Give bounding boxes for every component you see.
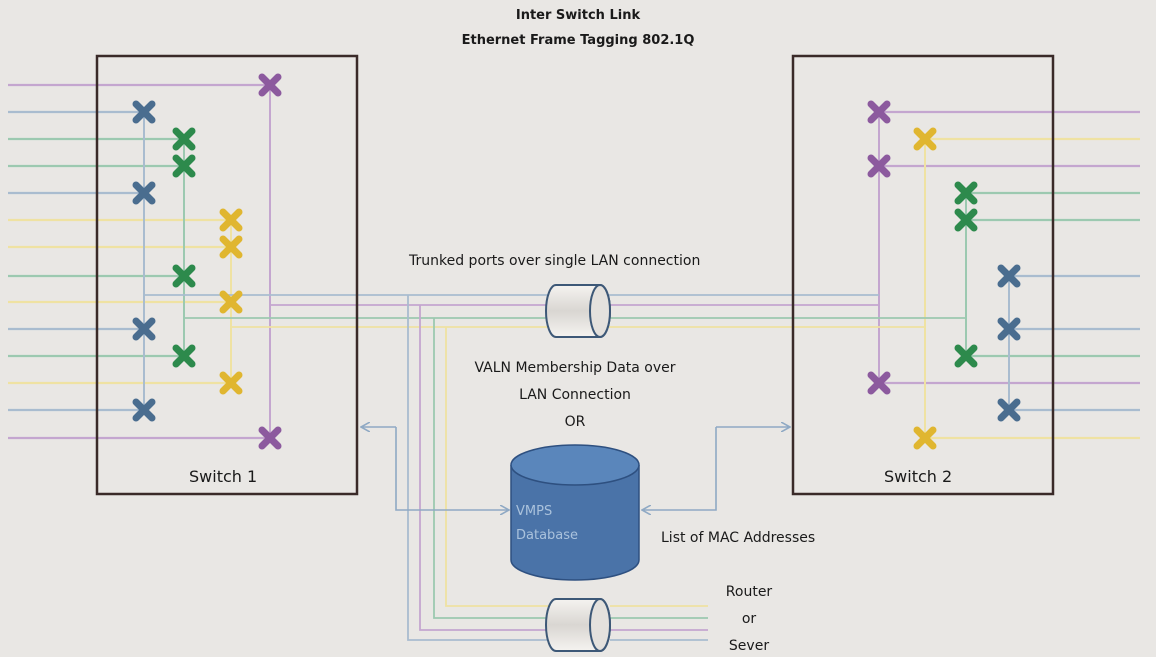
x-cross-icon — [867, 154, 891, 178]
x-cross-icon — [219, 371, 243, 395]
cylinder-connector-icon — [545, 598, 611, 652]
x-cross-stroke — [132, 317, 156, 341]
x-cross-stroke — [258, 73, 282, 97]
x-cross-icon — [172, 154, 196, 178]
switch-1-label: Switch 1 — [189, 467, 258, 486]
membership-label-line1: VALN Membership Data over — [474, 360, 676, 376]
cylinder-connector-icon — [545, 284, 611, 338]
x-cross-stroke — [258, 426, 282, 450]
x-cross-icon — [913, 426, 937, 450]
x-cross-stroke — [172, 154, 196, 178]
connector-end — [589, 284, 611, 338]
x-cross-icon — [219, 208, 243, 232]
database-label-line1: VMPS — [516, 504, 553, 519]
x-cross-icon — [132, 317, 156, 341]
x-cross-stroke — [867, 100, 891, 124]
x-cross-stroke — [219, 235, 243, 259]
x-cross-stroke — [913, 426, 937, 450]
membership-label-line2: LAN Connection — [519, 387, 631, 403]
x-cross-icon — [954, 344, 978, 368]
x-cross-stroke — [219, 290, 243, 314]
x-cross-stroke — [219, 208, 243, 232]
x-cross-stroke — [997, 317, 1021, 341]
database-arrow-right — [643, 427, 717, 510]
switch-1-box — [95, 54, 359, 496]
trunk-label: Trunked ports over single LAN connection — [409, 253, 701, 269]
x-cross-icon — [172, 127, 196, 151]
x-cross-icon — [997, 398, 1021, 422]
database-icon — [510, 444, 640, 581]
x-cross-icon — [172, 264, 196, 288]
x-cross-icon — [954, 181, 978, 205]
x-cross-stroke — [997, 264, 1021, 288]
x-cross-icon — [997, 264, 1021, 288]
switch-ports — [132, 73, 1021, 450]
router-blue-line — [407, 295, 555, 641]
x-cross-stroke — [172, 264, 196, 288]
database-label-line2: Database — [516, 528, 579, 543]
x-cross-stroke — [132, 398, 156, 422]
x-cross-stroke — [172, 344, 196, 368]
router-purple-line — [419, 305, 555, 631]
x-cross-stroke — [954, 181, 978, 205]
vlan-bus-lines — [143, 85, 1010, 438]
router-label-line2: or — [741, 611, 757, 627]
switch-2-label: Switch 2 — [884, 467, 953, 486]
x-cross-stroke — [219, 371, 243, 395]
membership-label-or: OR — [564, 414, 586, 430]
x-cross-icon — [132, 398, 156, 422]
x-cross-icon — [867, 371, 891, 395]
data-flow-arrows — [362, 427, 789, 510]
x-cross-icon — [258, 426, 282, 450]
router-label-line1: Router — [725, 584, 773, 600]
x-cross-stroke — [132, 100, 156, 124]
x-cross-stroke — [867, 154, 891, 178]
diagram-title: Inter Switch Link — [515, 8, 641, 23]
x-cross-stroke — [997, 398, 1021, 422]
x-cross-stroke — [867, 371, 891, 395]
router-green-line — [433, 318, 555, 619]
x-cross-icon — [867, 100, 891, 124]
trunk-connectors — [545, 284, 611, 652]
x-cross-stroke — [954, 344, 978, 368]
diagram-subtitle: Ethernet Frame Tagging 802.1Q — [461, 33, 695, 48]
mac-addresses-label: List of MAC Addresses — [661, 530, 816, 546]
router-label-line3: Sever — [728, 638, 770, 654]
x-cross-stroke — [172, 127, 196, 151]
x-cross-icon — [132, 181, 156, 205]
x-cross-icon — [132, 100, 156, 124]
database-arrow-left — [395, 427, 508, 510]
switch-2-box — [791, 54, 1055, 496]
x-cross-icon — [954, 208, 978, 232]
router-yellow-line — [445, 327, 555, 607]
x-cross-stroke — [913, 127, 937, 151]
x-cross-icon — [219, 290, 243, 314]
x-cross-icon — [913, 127, 937, 151]
x-cross-stroke — [132, 181, 156, 205]
x-cross-stroke — [954, 208, 978, 232]
x-cross-icon — [172, 344, 196, 368]
x-cross-icon — [219, 235, 243, 259]
connector-end — [589, 598, 611, 652]
x-cross-icon — [997, 317, 1021, 341]
x-cross-icon — [258, 73, 282, 97]
